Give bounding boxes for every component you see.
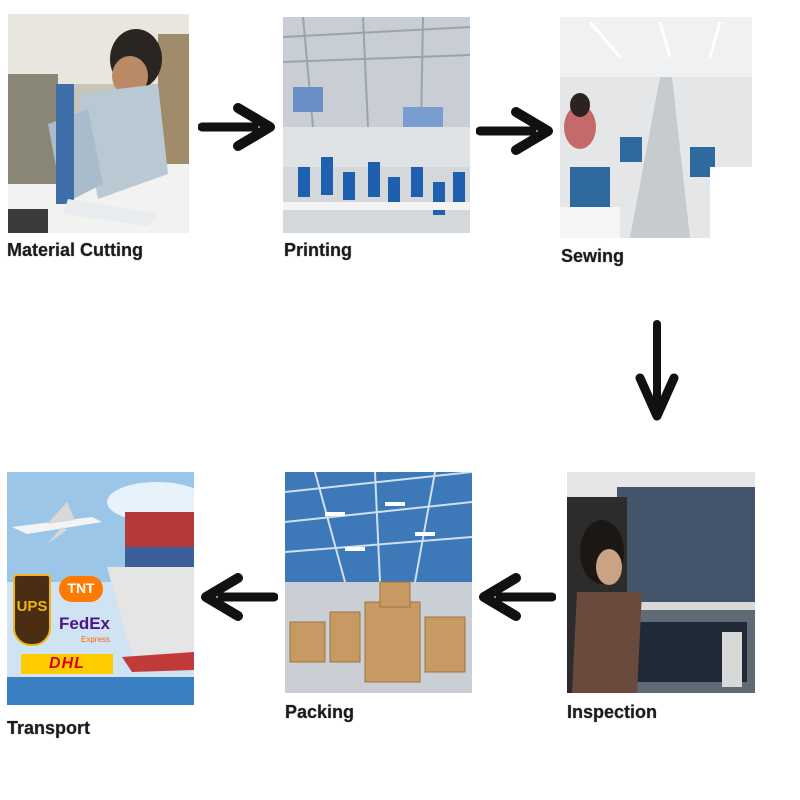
transport-photo: UPS TNT FedEx Express DHL: [7, 472, 194, 705]
material-cutting-photo: [8, 14, 189, 233]
step-label-transport: Transport: [7, 718, 90, 739]
ups-logo-text: UPS: [15, 598, 49, 615]
step-label-packing: Packing: [285, 702, 354, 723]
step-label-inspection: Inspection: [567, 702, 657, 723]
fedex-logo-text: FedEx: [59, 614, 110, 634]
inspection-photo: [567, 472, 755, 693]
arrow-left-icon: [478, 570, 556, 624]
arrow-right-icon: [198, 100, 276, 154]
tnt-logo: TNT: [59, 576, 103, 602]
ups-logo: UPS: [13, 574, 51, 646]
sewing-photo: [560, 17, 752, 238]
fedex-logo: FedEx Express: [59, 614, 119, 648]
printing-photo: [283, 17, 470, 233]
packing-photo: [285, 472, 472, 693]
arrow-right-icon: [476, 104, 554, 158]
arrow-down-icon: [634, 320, 680, 422]
step-label-printing: Printing: [284, 240, 352, 261]
dhl-logo-text: DHL: [21, 655, 113, 673]
step-label-sewing: Sewing: [561, 246, 624, 267]
step-label-material-cutting: Material Cutting: [7, 240, 143, 261]
dhl-logo: DHL: [21, 654, 113, 674]
tnt-logo-text: TNT: [59, 580, 103, 596]
fedex-logo-subtext: Express: [81, 635, 110, 644]
arrow-left-icon: [200, 570, 278, 624]
